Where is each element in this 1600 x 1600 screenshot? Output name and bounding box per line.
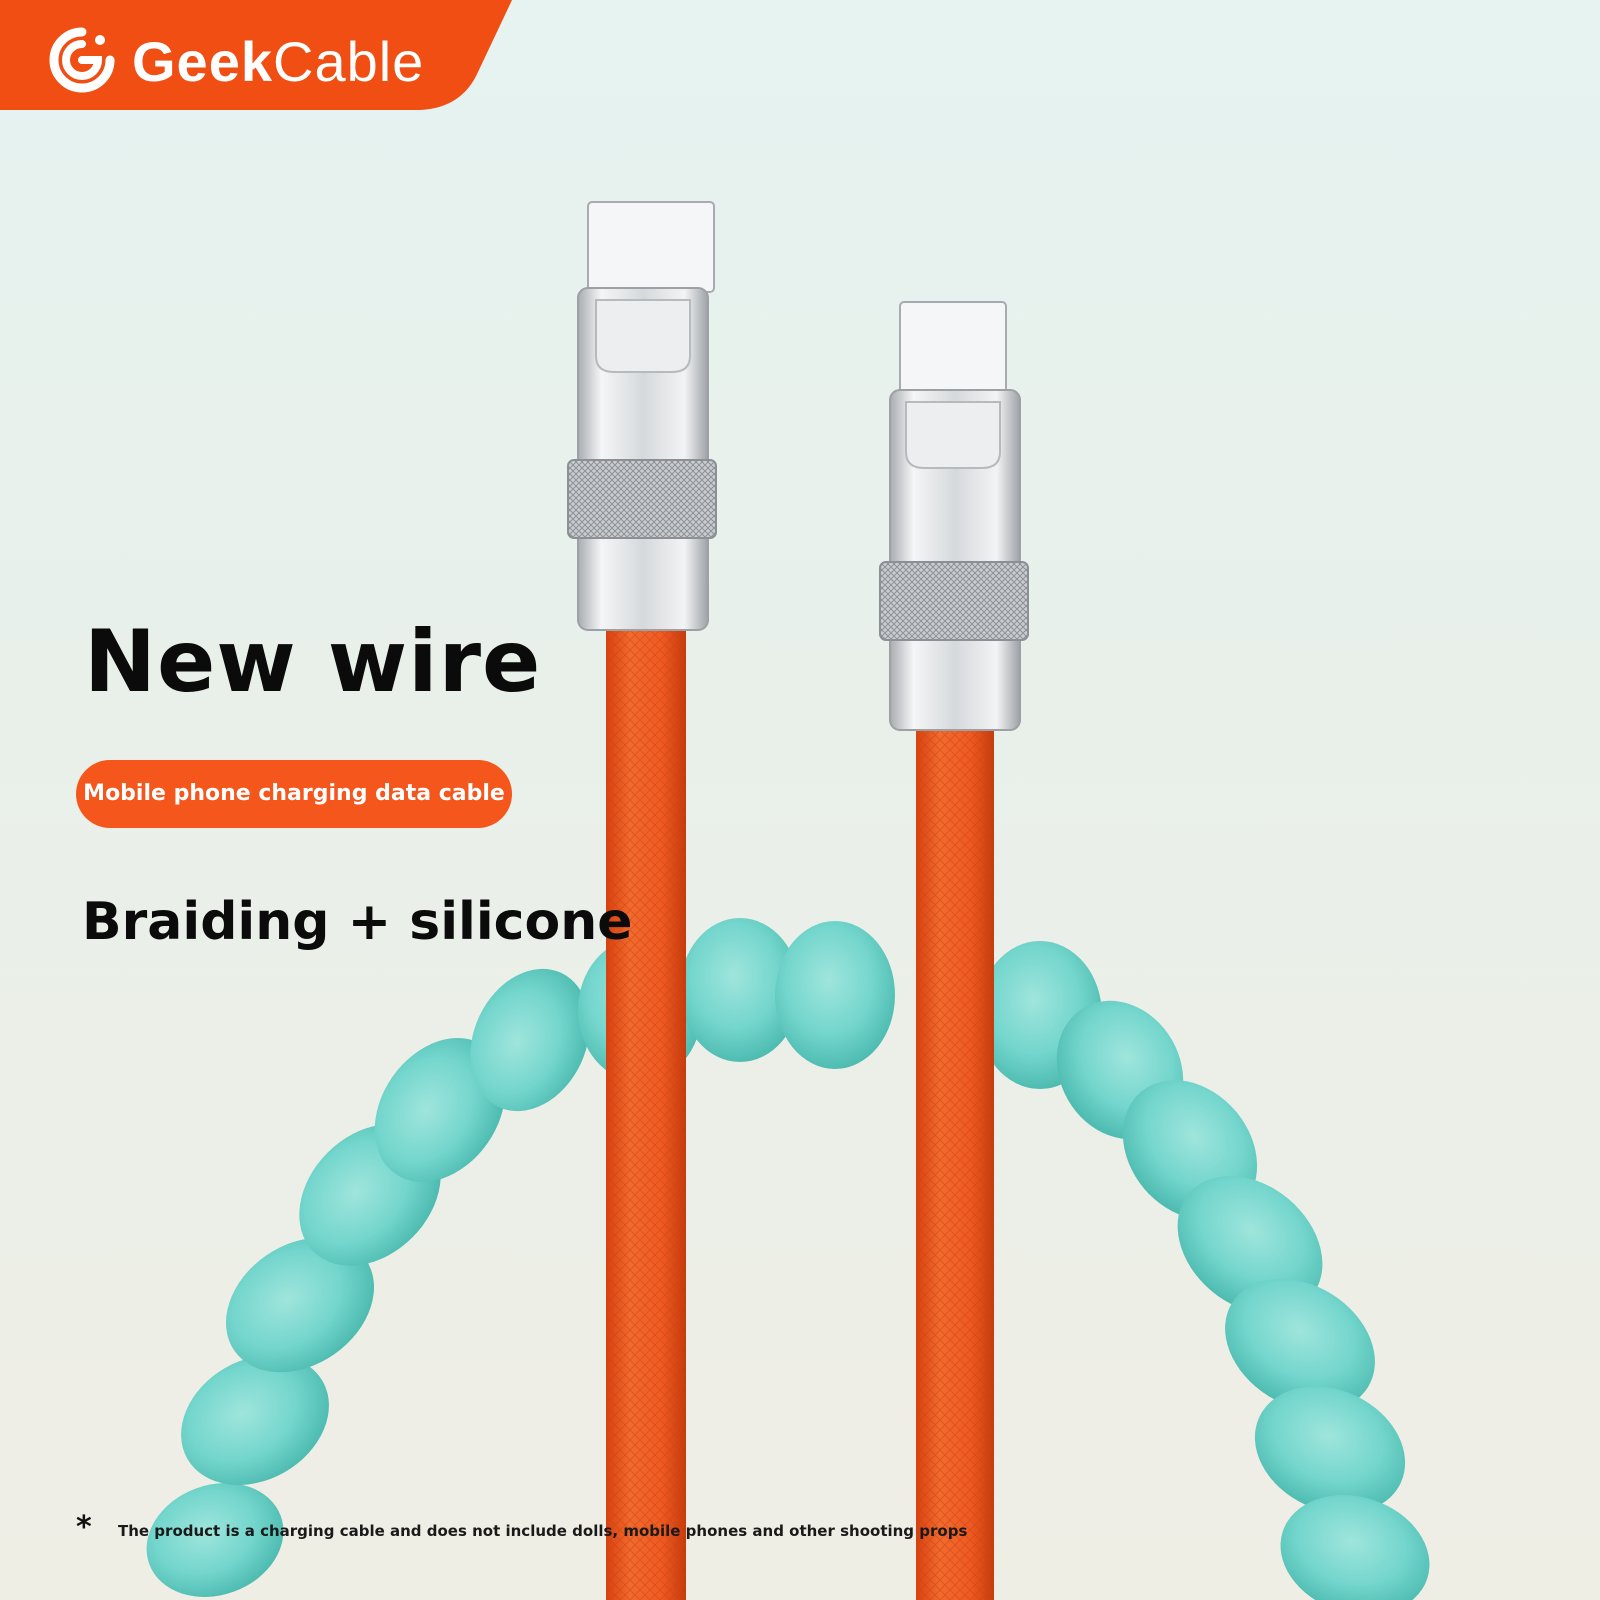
disclaimer-marker: * bbox=[76, 1510, 92, 1545]
geekcable-logo-icon bbox=[49, 27, 115, 93]
usb-c-connector-icon bbox=[567, 201, 717, 631]
left-cable bbox=[567, 201, 717, 1600]
coiled-silicone-cable bbox=[146, 918, 1430, 1600]
brand-name-light: Cable bbox=[273, 30, 425, 93]
banner-shape bbox=[0, 0, 512, 110]
brand-name-bold: Geek bbox=[132, 30, 273, 93]
disclaimer-text: The product is a charging cable and does… bbox=[118, 1522, 968, 1540]
brand-banner: GeekCable bbox=[0, 0, 520, 112]
tagline-badge: Mobile phone charging data cable bbox=[76, 760, 512, 828]
subheadline: Braiding + silicone bbox=[82, 892, 633, 952]
brand-name: GeekCable bbox=[132, 22, 424, 102]
right-cable bbox=[879, 301, 1029, 1600]
headline: New wire bbox=[84, 612, 542, 712]
usb-c-connector-icon bbox=[879, 301, 1029, 731]
